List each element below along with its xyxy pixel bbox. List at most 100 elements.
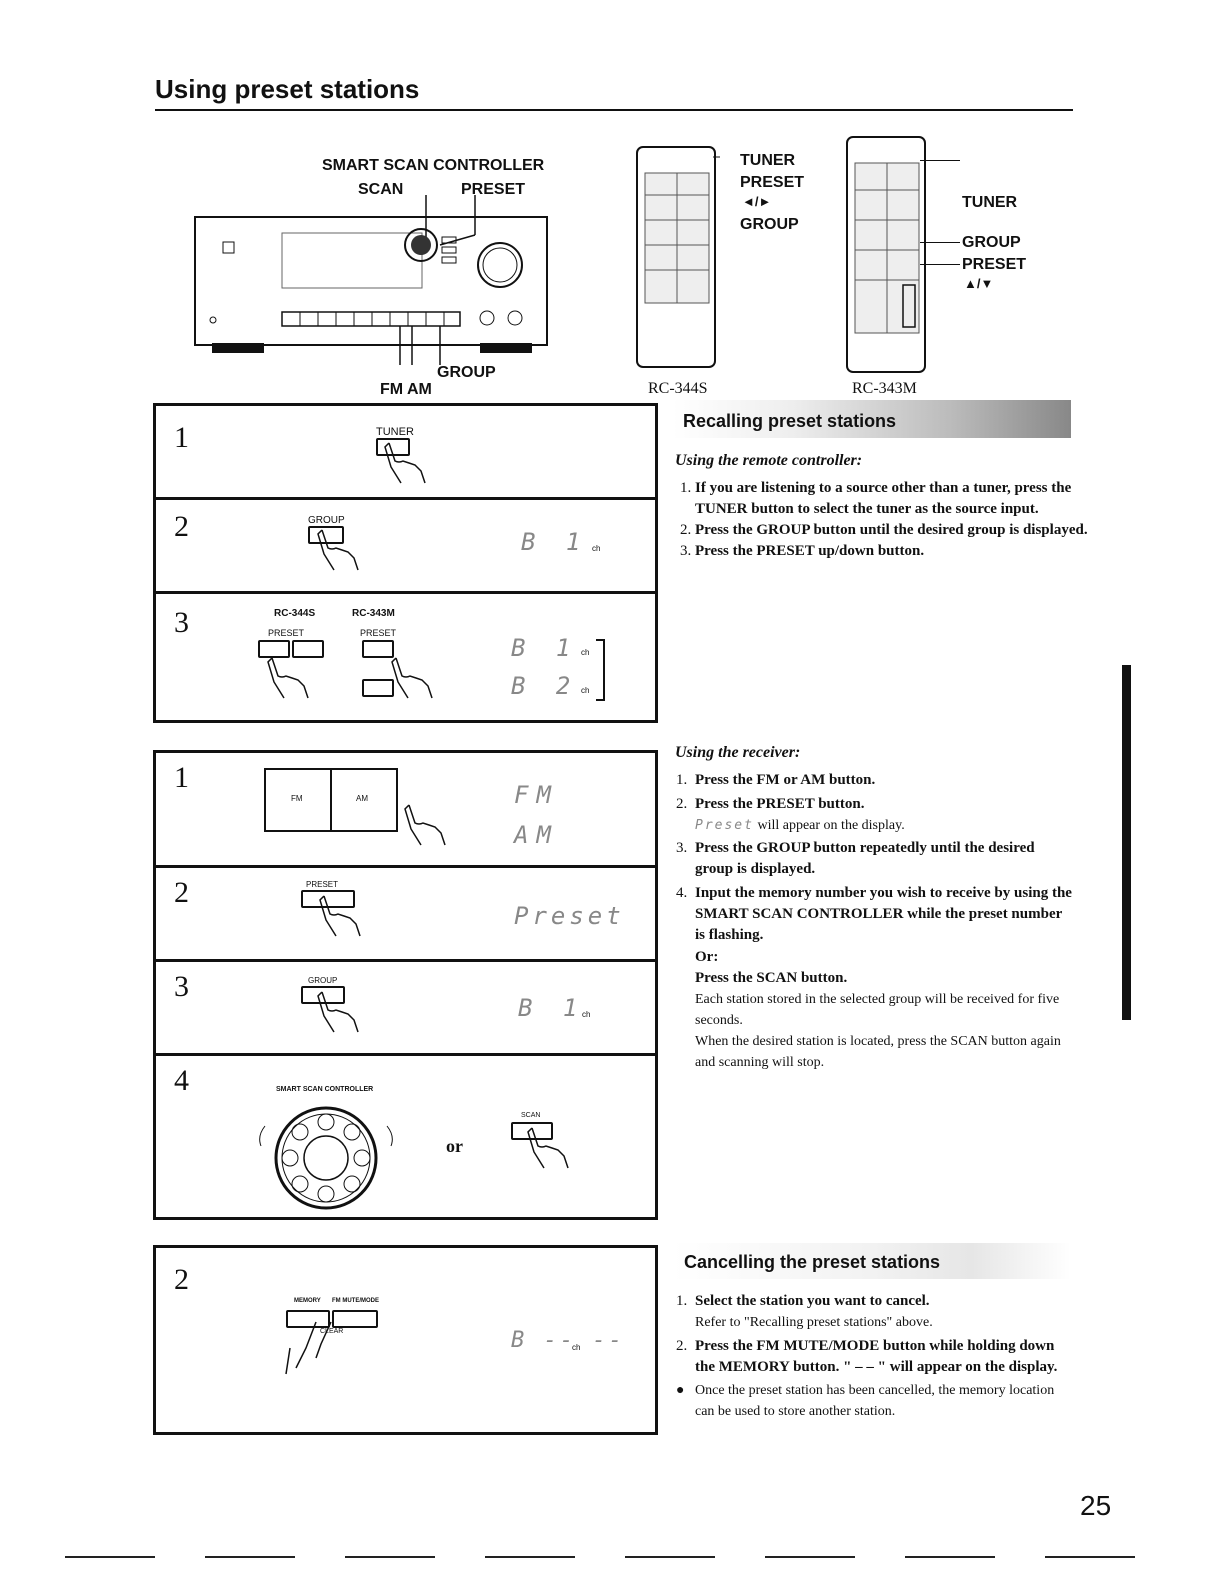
leader-line: [920, 160, 960, 161]
step-number: 1: [174, 761, 189, 794]
memory-button[interactable]: [286, 1310, 330, 1328]
preset-label: PRESET: [461, 181, 526, 198]
fm-mute-mode-button[interactable]: [332, 1310, 378, 1328]
cancel-instructions: 1.Select the station you want to cancel.…: [676, 1291, 1072, 1422]
step-number: 2: [174, 1263, 189, 1296]
step-number: 3: [174, 606, 189, 639]
divider: [330, 770, 332, 830]
bracket: [596, 639, 605, 701]
fm-am-buttons: FM AM: [264, 768, 398, 832]
leader-line: [920, 264, 960, 265]
pointing-hand-icon: [317, 991, 359, 1033]
pointing-hand-icon: [391, 657, 433, 699]
cancel-heading-bar: [673, 1243, 1071, 1279]
display-readout-b: B 2: [511, 672, 579, 700]
rc344-label: RC-344S: [274, 608, 316, 619]
remote-step-1: If you are listening to a source other t…: [695, 480, 1072, 517]
clear-label: CLEAR: [320, 1328, 344, 1335]
group-button-label: GROUP: [308, 515, 345, 526]
leader-line: [920, 242, 960, 243]
group-button-label: GROUP: [308, 976, 338, 985]
cancel-step-1-note: Refer to "Recalling preset stations" abo…: [695, 1315, 933, 1330]
step-row-2: 2 GROUP B 1 ch: [156, 497, 655, 593]
am-button[interactable]: AM: [356, 794, 368, 803]
rc344-arrows-label: ◄/►: [742, 194, 772, 209]
scan-button[interactable]: [511, 1122, 553, 1140]
chapter-tab-marker: [1122, 665, 1131, 1020]
group-button[interactable]: [301, 986, 345, 1004]
smart-scan-dial-icon[interactable]: [251, 1096, 401, 1221]
step-row-3: 3 RC-344S RC-343M PRESET PRESET B 1 B 2 …: [156, 591, 655, 724]
preset-right-button[interactable]: [292, 640, 324, 658]
scan-button-label: SCAN: [521, 1112, 541, 1119]
display-unit: ch: [572, 1343, 581, 1352]
display-unit: ch: [581, 686, 590, 695]
pointing-hand-icon: [527, 1127, 569, 1169]
rc344-preset-label: PRESET: [740, 174, 805, 191]
receiver-step-1: Press the FM or AM button.: [695, 772, 876, 788]
cancel-step-2: Press the FM MUTE/MODE button while hold…: [695, 1338, 1058, 1375]
receiver-step-2: Press the PRESET button.: [695, 796, 865, 812]
step-number: 1: [174, 421, 189, 454]
recall-heading: Recalling preset stations: [683, 411, 897, 431]
display-readout: B 1: [518, 994, 586, 1022]
receiver-step-2-note: will appear on the display.: [757, 818, 905, 833]
step-number: 3: [174, 970, 189, 1003]
display-am: AM: [514, 821, 559, 849]
remote-rc343m-illustration: [846, 136, 926, 373]
tuner-button-label: TUNER: [376, 426, 414, 438]
bottom-rule: [65, 1556, 1140, 1558]
display-unit: ch: [581, 648, 590, 657]
receiver-subheading: Using the receiver:: [675, 744, 801, 761]
pointing-hand-icon: [384, 442, 426, 484]
page-number: 25: [1080, 1490, 1112, 1521]
cancel-heading: Cancelling the preset stations: [684, 1252, 941, 1272]
remote-step-3: Press the PRESET up/down button.: [695, 543, 925, 559]
or-text: or: [446, 1136, 463, 1156]
preset-button-label: PRESET: [306, 880, 339, 889]
display-fm: FM: [514, 781, 559, 809]
remote-steps-panel: 1 TUNER 2 GROUP B 1 ch 3 RC-344S RC-343M…: [153, 403, 658, 723]
receiver-step-row-4: 4 SMART SCAN CONTROLLER or SCAN: [156, 1053, 655, 1221]
rc343-label: RC-343M: [352, 608, 395, 619]
rc344-name: RC-344S: [648, 380, 708, 397]
receiver-step-row-2: 2 PRESET Preset: [156, 865, 655, 960]
preset-left-button[interactable]: [258, 640, 290, 658]
receiver-step-4-note-2: When the desired station is located, pre…: [695, 1034, 1061, 1070]
rc344-group-label: GROUP: [740, 216, 799, 233]
cancel-step-1: Select the station you want to cancel.: [695, 1293, 930, 1309]
two-finger-hand-icon: [285, 1321, 332, 1375]
receiver-step-3: Press the GROUP button repeatedly until …: [695, 840, 1035, 877]
preset-down-button[interactable]: [362, 679, 394, 697]
display-readout: B -- --: [511, 1328, 625, 1353]
pointing-hand-icon: [319, 895, 361, 937]
receiver-step-row-3: 3 GROUP B 1 ch: [156, 959, 655, 1055]
fm-button[interactable]: FM: [291, 794, 303, 803]
remote-instructions: If you are listening to a source other t…: [676, 478, 1091, 562]
smart-scan-label: SMART SCAN CONTROLLER: [322, 157, 545, 174]
receiver-step-4b: Press the SCAN button.: [695, 970, 848, 986]
display-preset: Preset: [514, 902, 625, 930]
or-label: Or:: [695, 949, 719, 965]
pointing-hand-icon: [404, 804, 446, 846]
pointing-hand-icon: [267, 657, 309, 699]
rc343-arrows-label: ▲/▼: [964, 276, 994, 291]
fm-am-label: FM AM: [380, 381, 432, 398]
fm-mute-mode-button-label: FM MUTE/MODE: [332, 1298, 379, 1304]
receiver-instructions: 1.Press the FM or AM button. 2.Press the…: [676, 770, 1072, 1073]
receiver-step-4: Input the memory number you wish to rece…: [695, 885, 1072, 943]
display-unit: ch: [592, 544, 601, 553]
display-readout-a: B 1: [511, 634, 579, 662]
cancel-bullet: Once the preset station has been cancell…: [695, 1383, 1055, 1419]
memory-button-label: MEMORY: [294, 1298, 321, 1304]
preset-left-right-label: PRESET: [268, 628, 305, 638]
remote-subheading: Using the remote controller:: [675, 452, 863, 469]
smart-scan-controller-label: SMART SCAN CONTROLLER: [276, 1086, 374, 1093]
rc344-tuner-label: TUNER: [740, 152, 796, 169]
page-title: Using preset stations: [155, 74, 420, 104]
scan-label: SCAN: [358, 181, 404, 198]
rc343-preset-label: PRESET: [962, 256, 1027, 273]
remote-step-2: Press the GROUP button until the desired…: [695, 522, 1088, 538]
group-label: GROUP: [437, 364, 496, 381]
preset-up-button[interactable]: [362, 640, 394, 658]
